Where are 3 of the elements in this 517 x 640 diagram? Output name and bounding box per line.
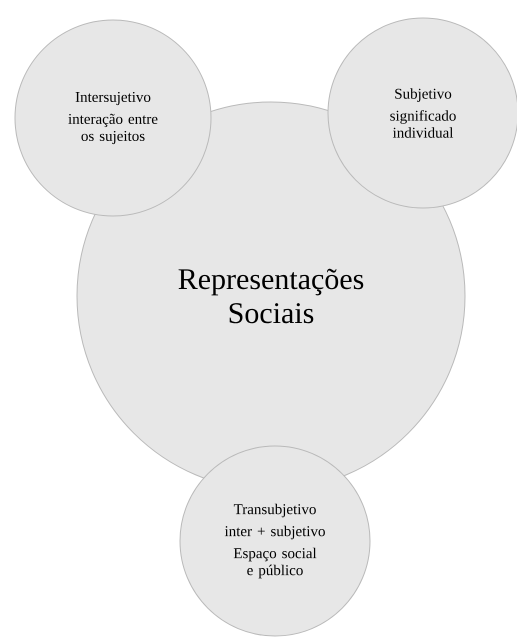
node-label: Transubjetivo [234, 504, 316, 518]
node-label: inter + subjetivo [224, 526, 325, 540]
node-label: Espaço social e público [234, 548, 316, 578]
